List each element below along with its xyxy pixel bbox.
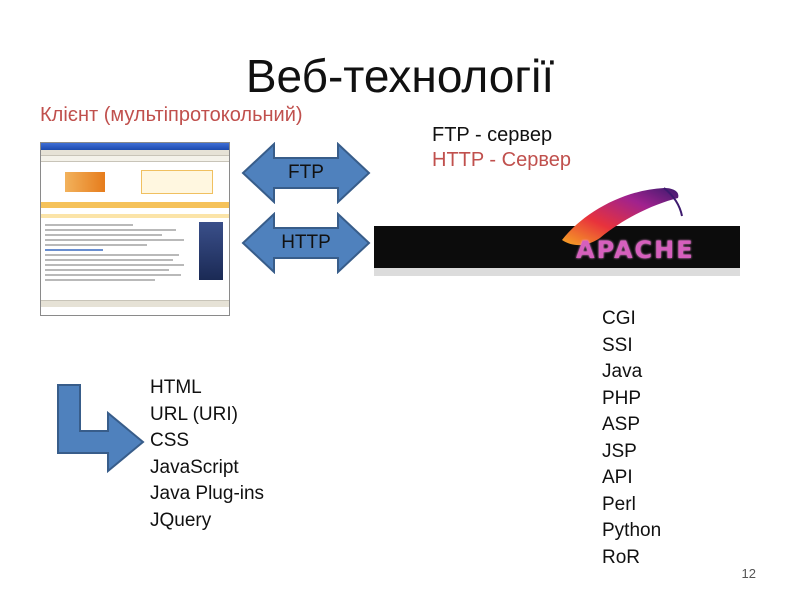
ftp-double-arrow: FTP	[241, 142, 371, 204]
bent-arrow-icon	[46, 383, 146, 483]
slide-title: Веб-технології	[245, 50, 555, 102]
page-number: 12	[741, 566, 756, 581]
list-item: URL (URI)	[150, 403, 238, 425]
list-item: API	[602, 467, 633, 488]
page-banner-box	[141, 170, 213, 194]
http-server-label: HTTP - Сервер	[432, 149, 571, 171]
list-item: JQuery	[150, 509, 212, 531]
list-item: HTML	[150, 377, 202, 398]
apache-server-screenshot: APACHE	[374, 182, 740, 276]
page-banner-image	[65, 172, 105, 192]
double-arrow-icon	[241, 212, 371, 274]
server-tech-list: CGI SSI Java PHP ASP JSP API Perl Python…	[602, 306, 661, 571]
list-item: JavaScript	[150, 456, 239, 478]
browser-toolbar	[41, 150, 229, 156]
list-item: Java Plug-ins	[150, 483, 265, 504]
double-arrow-icon	[241, 142, 371, 204]
list-item: SSI	[602, 334, 633, 356]
list-item: Perl	[602, 493, 636, 515]
page-nav-stripe	[41, 202, 229, 208]
browser-address-bar	[41, 156, 229, 162]
ftp-arrow-label: FTP	[288, 162, 324, 183]
list-item: PHP	[602, 387, 642, 409]
apache-page-strip	[374, 268, 740, 276]
page-subnav-stripe	[41, 214, 229, 218]
ftp-server-label: FTP - сервер	[432, 124, 553, 146]
client-label: Клієнт (мультіпротокольний)	[40, 104, 303, 126]
list-item: Python	[602, 520, 662, 541]
browser-status-bar	[41, 300, 229, 307]
list-item: Java	[602, 361, 643, 382]
list-item: CSS	[150, 430, 190, 451]
http-arrow-label: HTTP	[281, 232, 331, 253]
apache-feather-icon	[562, 187, 683, 246]
list-item: RoR	[602, 546, 641, 568]
book-cover-image	[199, 222, 223, 280]
apache-logo-text: APACHE	[576, 236, 695, 264]
browser-titlebar	[41, 143, 229, 150]
client-tech-list: HTML URL (URI) CSS JavaScript Java Plug-…	[150, 375, 264, 534]
list-item: ASP	[602, 414, 641, 435]
page-text-lines	[45, 224, 191, 284]
browser-page-content	[41, 162, 229, 307]
apache-header-bar	[374, 226, 740, 268]
list-item: CGI	[602, 308, 636, 329]
http-double-arrow: HTTP	[241, 212, 371, 274]
list-item: JSP	[602, 440, 637, 462]
browser-screenshot	[40, 142, 230, 316]
